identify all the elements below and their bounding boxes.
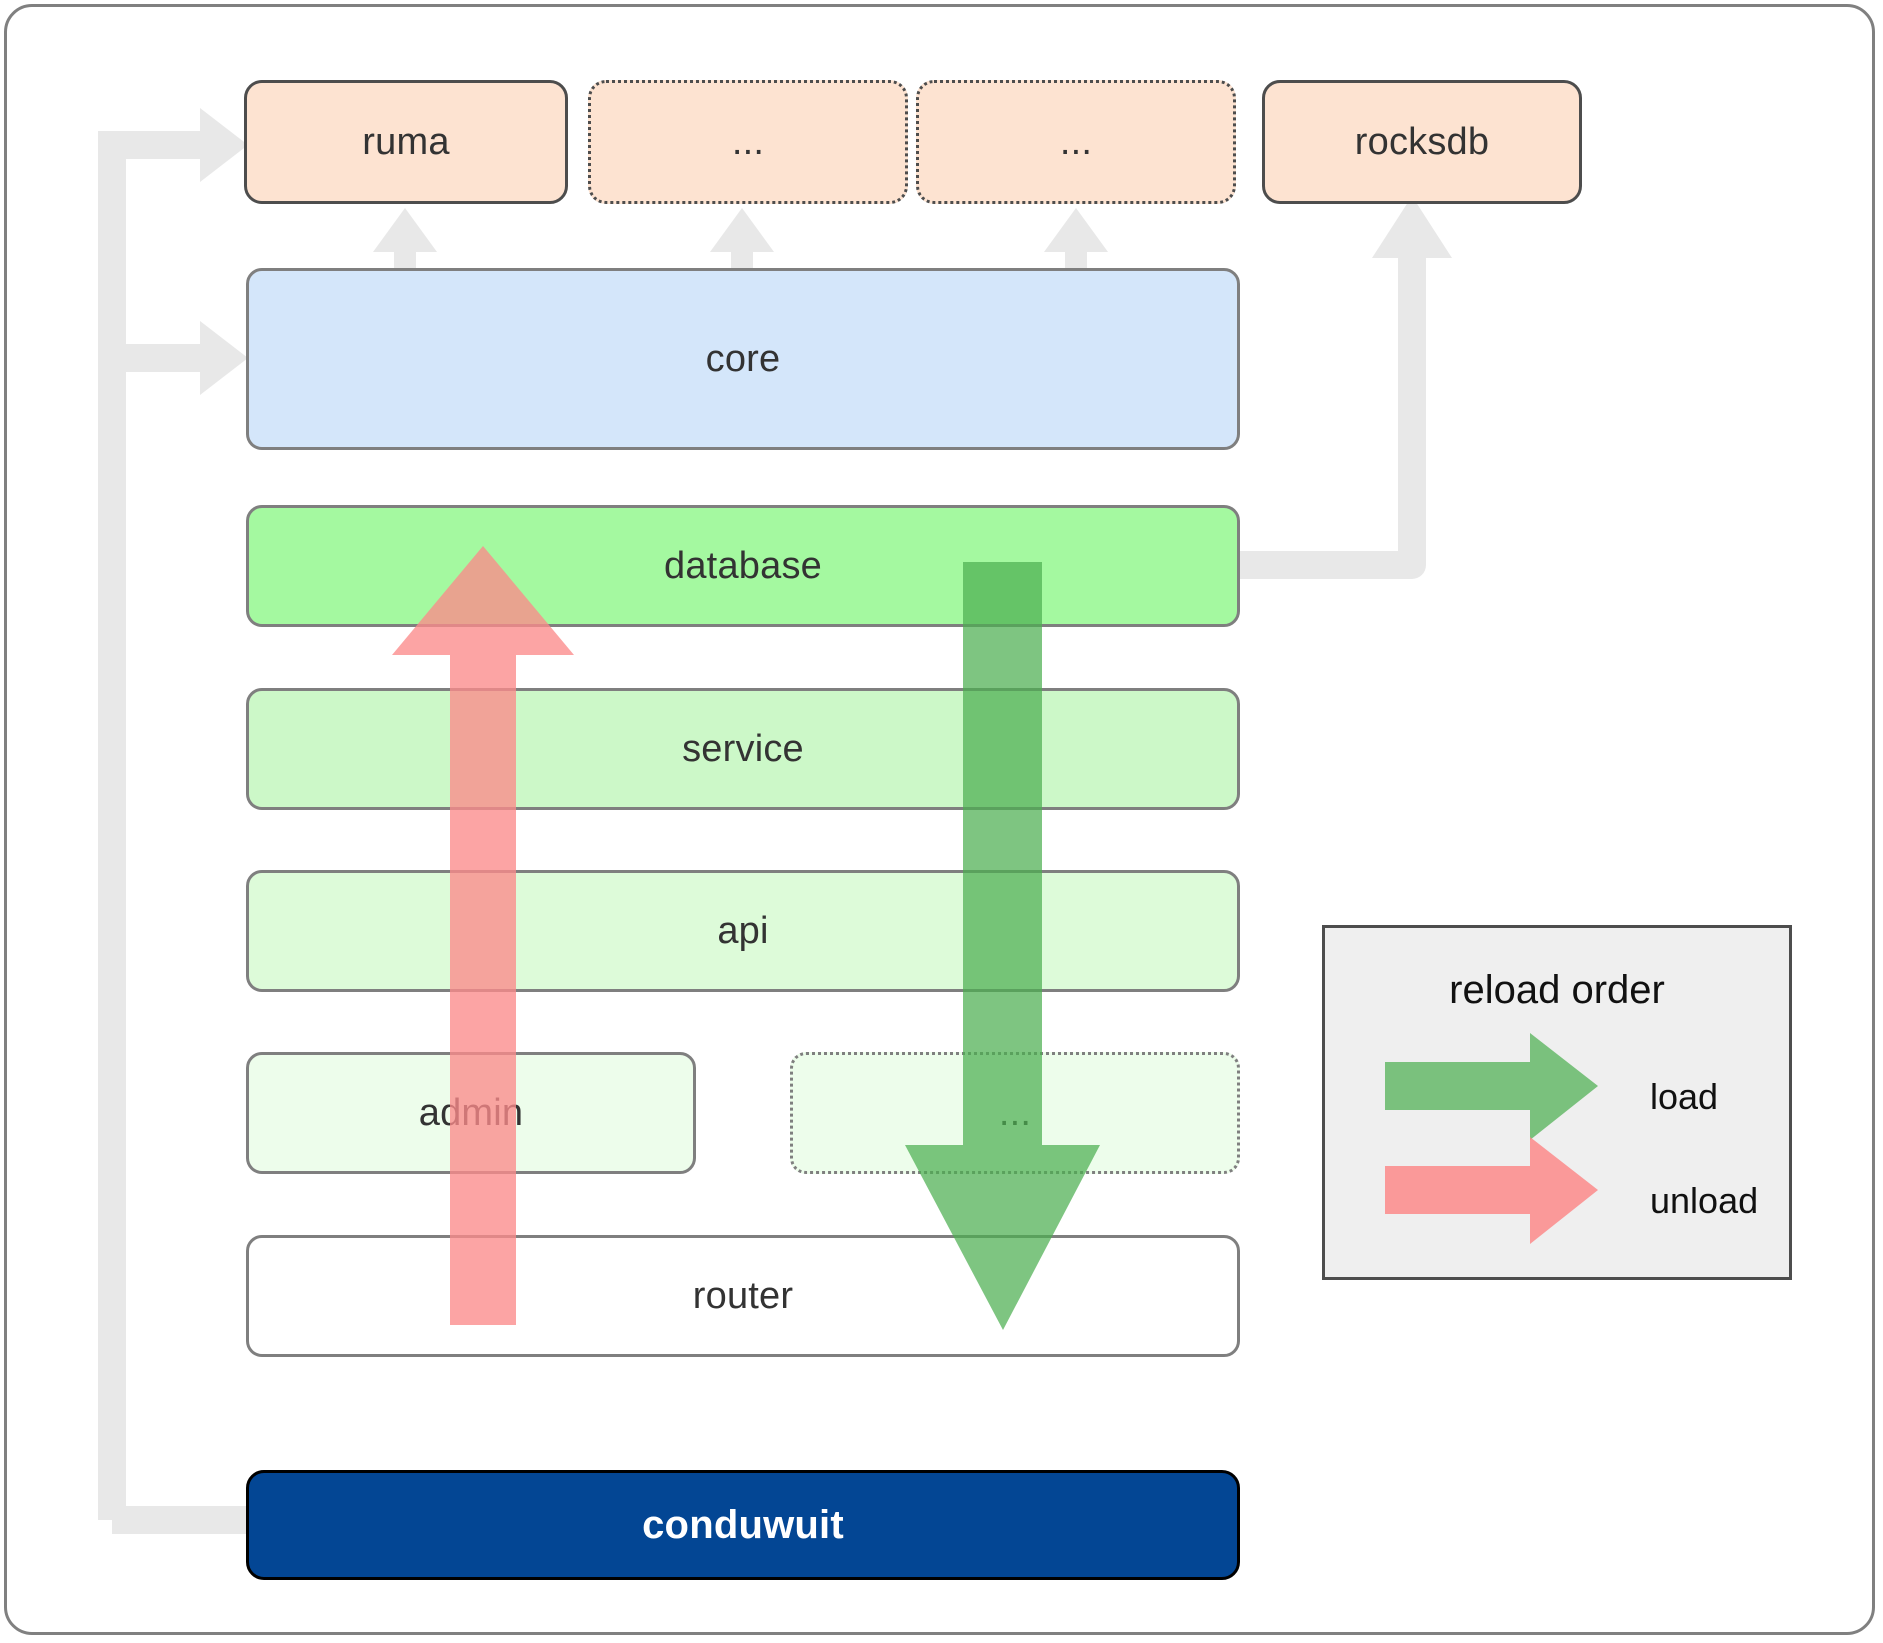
legend-unload-arrow-icon [1385, 1137, 1598, 1244]
node-api-label: api [717, 909, 769, 952]
node-dep-ellipsis-1[interactable]: ... [588, 80, 908, 204]
node-dep-ellipsis-2-label: ... [1059, 120, 1093, 163]
unload-arrow [392, 546, 574, 1325]
legend-label-load: load [1650, 1076, 1719, 1117]
legend-load-arrow-icon [1385, 1033, 1598, 1140]
node-core[interactable]: core [246, 268, 1240, 450]
node-conduwuit-label: conduwuit [642, 1502, 844, 1547]
node-dep-ellipsis-1-label: ... [731, 120, 765, 163]
node-rocksdb-label: rocksdb [1354, 120, 1490, 163]
connector-to-core-head [200, 321, 248, 395]
node-service[interactable]: service [246, 688, 1240, 810]
node-dep-ellipsis-2[interactable]: ... [916, 80, 1236, 204]
connector-core-to-ruma-head [373, 208, 437, 252]
node-service-label: service [682, 727, 804, 770]
connector-database-to-rocksdb-head [1372, 196, 1452, 258]
legend-label-unload: unload [1650, 1180, 1759, 1221]
node-database[interactable]: database [246, 505, 1240, 627]
node-ruma-label: ruma [362, 120, 450, 163]
load-arrow [905, 562, 1100, 1330]
node-api[interactable]: api [246, 870, 1240, 992]
connector-core-to-dep2-head [1044, 208, 1108, 252]
node-core-label: core [705, 337, 781, 380]
node-rocksdb[interactable]: rocksdb [1262, 80, 1582, 204]
connector-core-to-dep1-head [710, 208, 774, 252]
node-conduwuit[interactable]: conduwuit [246, 1470, 1240, 1580]
node-router-label: router [692, 1274, 794, 1317]
connector-to-ruma-head [200, 108, 248, 182]
connector-database-to-rocksdb-shaft [1240, 238, 1426, 579]
legend-title: reload order [1449, 968, 1665, 1012]
node-router[interactable]: router [246, 1235, 1240, 1357]
node-ruma[interactable]: ruma [244, 80, 568, 204]
node-database-label: database [664, 544, 822, 587]
